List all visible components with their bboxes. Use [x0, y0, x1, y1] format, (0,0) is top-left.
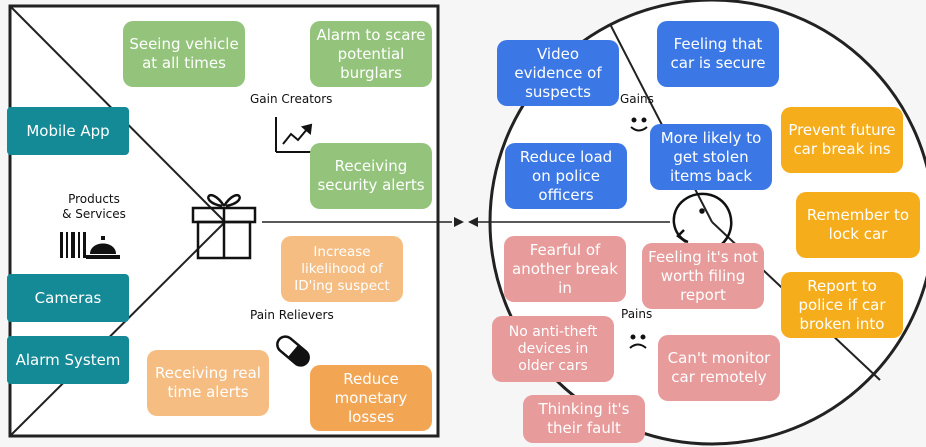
- gain-car-secure: Feeling that car is secure: [657, 21, 779, 87]
- fit-arrow-right: [454, 217, 464, 227]
- pain-reliever-real-time-alerts: Receiving real time alerts: [147, 350, 269, 416]
- pain-no-anti-theft: No anti-theft devices in older cars: [492, 316, 614, 382]
- job-remember-lock: Remember to lock car: [796, 192, 920, 258]
- products-services-label: Products & Services: [54, 192, 134, 222]
- pain-fearful-break-in: Fearful of another break in: [504, 236, 626, 302]
- products-services-label-line2: & Services: [62, 207, 126, 221]
- gain-reduce-police-load: Reduce load on police officers: [505, 143, 627, 209]
- pains-label: Pains: [621, 307, 653, 321]
- job-report-police: Report to police if car broken into: [781, 272, 903, 338]
- job-prevent-break-ins: Prevent future car break ins: [781, 107, 903, 173]
- product-cameras: Cameras: [7, 274, 129, 322]
- service-bell-icon: [86, 236, 120, 259]
- frown-icon: [629, 334, 647, 349]
- product-mobile-app: Mobile App: [7, 107, 129, 155]
- pain-relievers-label: Pain Relievers: [250, 308, 334, 322]
- products-services-label-line1: Products: [68, 192, 120, 206]
- pain-reliever-id-suspect: Increase likelihood of ID'ing suspect: [281, 236, 403, 302]
- gain-creator-alarm: Alarm to scare potential burglars: [310, 21, 432, 87]
- pain-not-worth-filing: Feeling it's not worth filing report: [642, 243, 764, 309]
- gift-icon: [191, 194, 257, 260]
- head-icon: [672, 192, 733, 263]
- gain-creators-label: Gain Creators: [250, 92, 333, 106]
- pain-their-fault: Thinking it's their fault: [523, 395, 645, 443]
- gain-creator-security-alerts: Receiving security alerts: [310, 143, 432, 209]
- pain-reliever-monetary-losses: Reduce monetary losses: [310, 365, 432, 431]
- pain-cant-monitor: Can't monitor car remotely: [658, 335, 780, 401]
- pill-icon: [276, 335, 310, 367]
- growth-chart-icon: [275, 117, 313, 153]
- gain-video-evidence: Video evidence of suspects: [497, 40, 619, 106]
- barcode-icon: [60, 232, 86, 258]
- gain-stolen-items-back: More likely to get stolen items back: [650, 124, 772, 190]
- gain-creator-seeing-vehicle: Seeing vehicle at all times: [123, 21, 245, 87]
- fit-arrow-left: [468, 217, 478, 227]
- value-map-divider-lower: [9, 221, 226, 437]
- smile-icon: [630, 117, 648, 132]
- product-alarm-system: Alarm System: [7, 336, 129, 384]
- gains-label: Gains: [620, 92, 654, 106]
